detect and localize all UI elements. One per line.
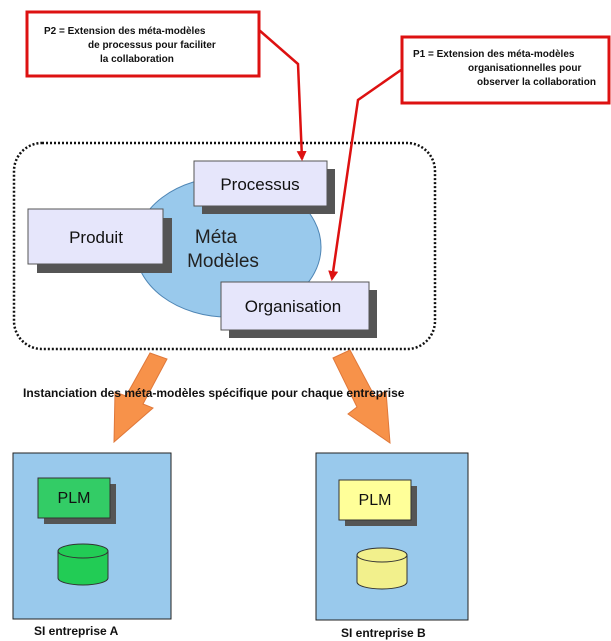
meta-label-line2: Modèles: [187, 251, 259, 272]
p2-arrow: [258, 29, 307, 161]
callout-p1: P1 = Extension des méta-modèles organisa…: [400, 35, 611, 105]
callout-p2-line3: la collaboration: [100, 54, 174, 65]
si-label-a: SI entreprise A: [34, 624, 119, 638]
callout-p2: P2 = Extension des méta-modèles de proce…: [25, 10, 261, 78]
plm-box-b: [338, 479, 412, 521]
processus-label: Processus: [220, 175, 299, 194]
organisation-label: Organisation: [245, 297, 341, 316]
database-a: [57, 543, 109, 586]
produit-label: Produit: [69, 228, 123, 247]
si-label-b: SI entreprise B: [341, 626, 426, 640]
arrow-to-entreprise-a: [113, 352, 168, 444]
produit-box: Produit: [27, 208, 172, 273]
organisation-box: Organisation: [220, 281, 377, 338]
plm-label-a: PLM: [58, 490, 91, 507]
plm-box-a: [37, 477, 111, 519]
callout-p2-line1: P2 = Extension des méta-modèles: [44, 26, 206, 37]
callout-p1-line3: observer la collaboration: [477, 77, 596, 88]
si-entreprise-b: PLM SI entreprise B: [315, 452, 469, 640]
p1-arrow: [328, 68, 402, 281]
instanciation-label: Instanciation des méta-modèles spécifiqu…: [23, 386, 405, 400]
callout-p1-line1: P1 = Extension des méta-modèles: [413, 49, 575, 60]
callout-p1-line2: organisationnelles pour: [468, 63, 581, 74]
meta-label-line1: Méta: [195, 227, 238, 248]
database-b: [356, 547, 408, 590]
processus-box: Processus: [193, 160, 335, 214]
callout-p2-line2: de processus pour faciliter: [88, 40, 216, 51]
si-entreprise-a: PLM SI entreprise A: [12, 452, 172, 638]
plm-label-b: PLM: [359, 492, 392, 509]
arrow-to-entreprise-b: [332, 349, 391, 445]
